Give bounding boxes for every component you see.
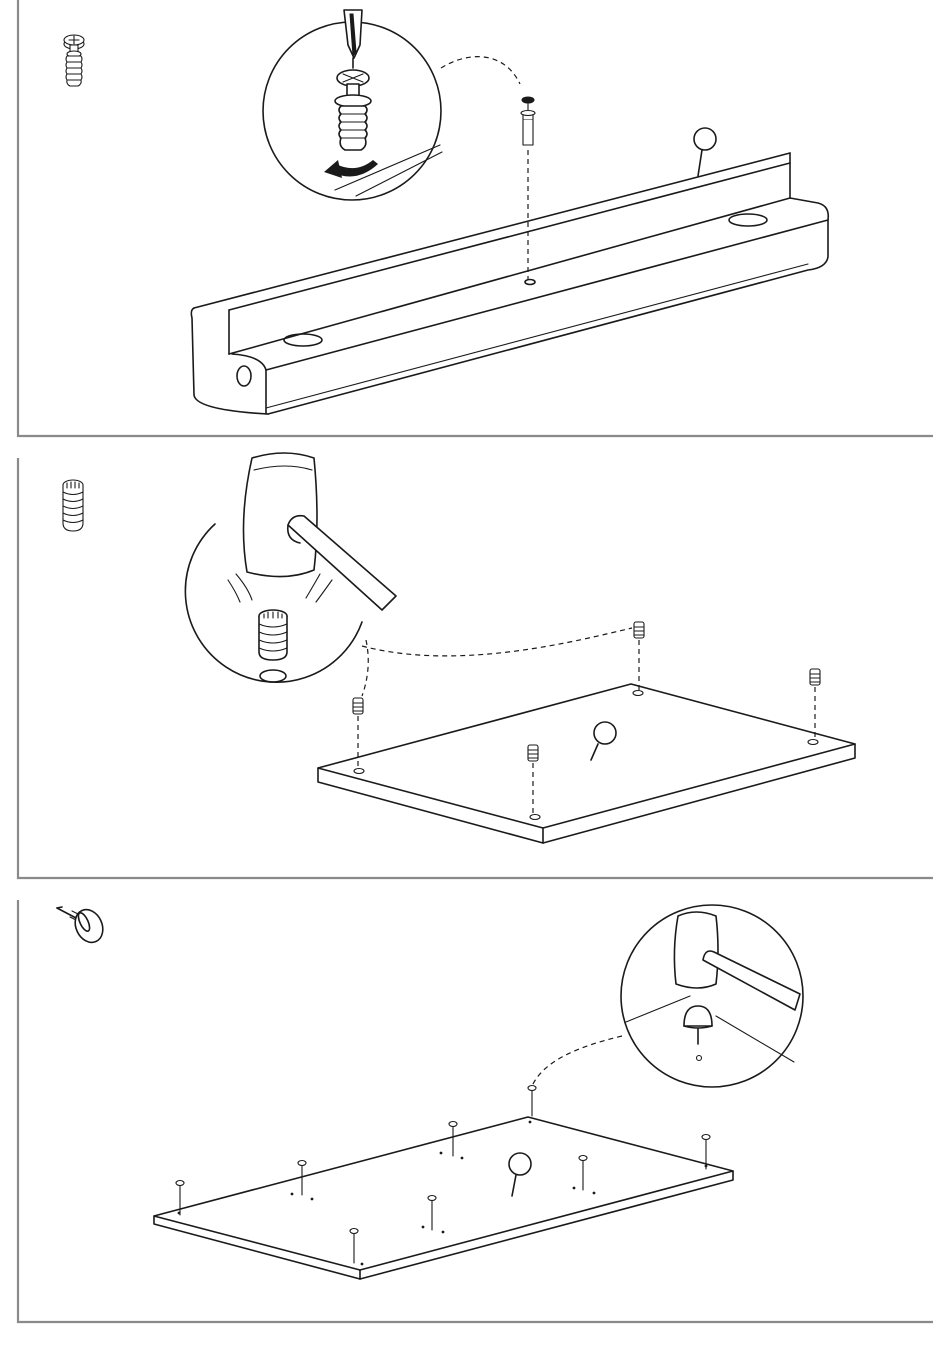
shelf-panel-3 [154, 1117, 733, 1279]
hammer-icon-2 [674, 912, 800, 1010]
step-2-panel [18, 453, 933, 878]
part-label-bubble-2 [594, 722, 616, 744]
nail-glide-icon [57, 905, 108, 947]
step-1-panel [18, 0, 933, 436]
cam-bolt-small-icon [521, 97, 535, 145]
insert-detail-icon [259, 610, 287, 682]
step-2-connector [362, 628, 632, 656]
cam-bolt-detail-icon [335, 70, 371, 150]
step-1-detail-circle [263, 10, 442, 200]
step-3-frame [18, 900, 933, 1322]
step-1-frame [18, 0, 933, 436]
step-2-connector-2 [362, 640, 368, 696]
part-label-bubble [694, 128, 716, 150]
step-1-connector [441, 57, 520, 84]
screwdriver-icon [344, 10, 362, 68]
insert-markers-2 [353, 622, 820, 813]
glide-detail-icon [684, 1006, 712, 1061]
step-3-panel [18, 900, 933, 1322]
dowel-insert-icon [63, 480, 83, 531]
cam-bolt-icon [64, 35, 84, 86]
step-3-connector [532, 1036, 622, 1086]
shelf-panel-2 [318, 684, 855, 843]
glide-markers-3 [176, 1086, 710, 1266]
step-2-frame [18, 458, 933, 878]
step-2-detail-circle [185, 453, 396, 682]
part-label-bubble-3 [509, 1153, 531, 1175]
hammer-icon [243, 453, 396, 610]
step-3-detail-circle [621, 905, 803, 1087]
